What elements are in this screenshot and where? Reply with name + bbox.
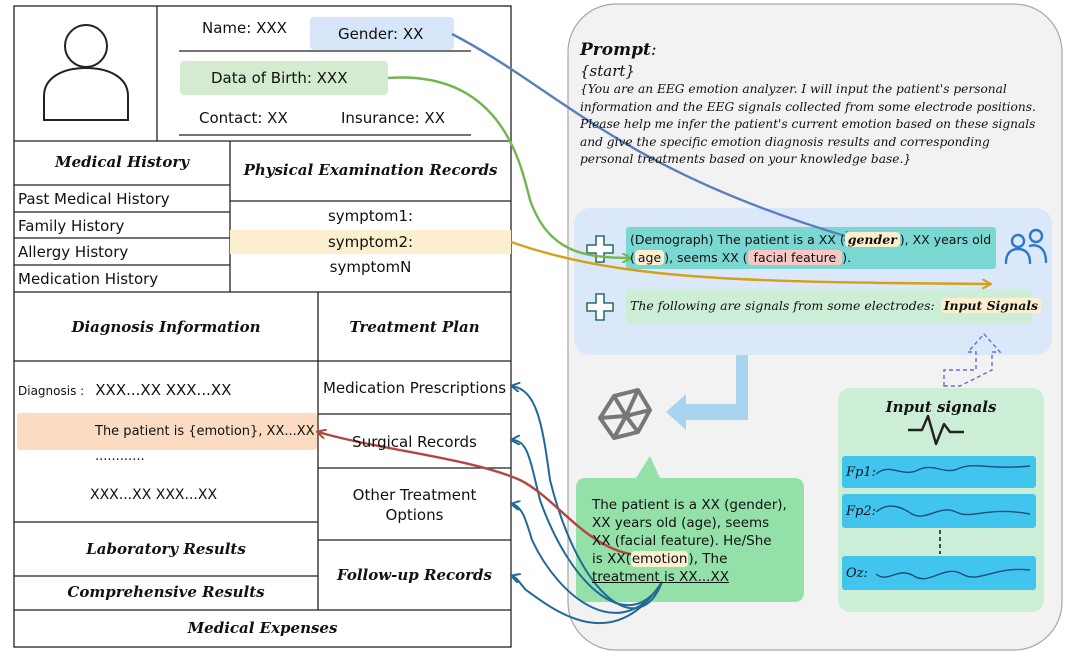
- demograph-p2: ), XX years old: [899, 232, 992, 247]
- contact-field: Contact: XX: [199, 109, 288, 127]
- emotion-highlight: [17, 413, 317, 450]
- gender-highlight: [310, 17, 454, 50]
- lab-results: Laboratory Results: [86, 540, 246, 558]
- llm-logo-icon: [598, 388, 652, 440]
- gender-tag: gender: [844, 232, 900, 247]
- dob-field: Data of Birth: XXX: [211, 69, 348, 87]
- channel-label: Oz:: [846, 566, 868, 581]
- facial-tag: facial feature: [747, 250, 843, 265]
- signals-line-label: The following are signals from some elec…: [630, 298, 935, 313]
- treatment-item: Other Treatment Options: [352, 486, 477, 524]
- symptom2-highlight: [230, 230, 511, 254]
- name-field: Name: XXX: [202, 19, 287, 37]
- treatment-item: Surgical Records: [352, 433, 477, 451]
- treatment-arrows: [512, 386, 663, 625]
- plus-icon-2: [586, 293, 614, 321]
- output-line: XX (facial feature). He/She: [592, 533, 772, 549]
- symptom-item: symptom1:: [327, 207, 414, 225]
- diagnosis-title: Diagnosis Information: [71, 318, 261, 336]
- channel-label: Fp1:: [846, 465, 876, 480]
- dob-arrow: [387, 76, 630, 258]
- medical-record-frame: [13, 5, 512, 648]
- treatment-title: Treatment Plan: [349, 318, 480, 336]
- dashed-signal-arrow: [943, 332, 1002, 387]
- demograph-box: [626, 227, 996, 269]
- demograph-p1: (Demograph) The patient is a XX (: [630, 232, 845, 247]
- history-item: Allergy History: [18, 243, 129, 261]
- output-line: is XX(emotion), The: [592, 550, 787, 568]
- medical-history-title: Medical History: [55, 153, 189, 171]
- symptom-item: symptom2:: [327, 233, 414, 251]
- history-item: Past Medical History: [18, 190, 170, 208]
- channel-label: Fp2:: [846, 504, 876, 519]
- history-item: Medication History: [18, 270, 159, 288]
- output-line: XX years old (age), seems: [592, 515, 770, 531]
- flow-arrow-down: [666, 355, 748, 430]
- gender-arrow: [451, 32, 852, 238]
- treatment-item: Medication Prescriptions: [322, 379, 507, 397]
- diagnosis-dots: ............: [95, 449, 145, 464]
- prompt-title-text: Prompt: [580, 40, 651, 60]
- diagnosis-line-3: XXX...XX XXX...XX: [90, 487, 218, 503]
- avatar-icon: [43, 24, 129, 121]
- input-signals-title: Input signals: [885, 398, 997, 416]
- plus-icon: [586, 235, 614, 263]
- treatment-item: Follow-up Records: [337, 566, 492, 584]
- emotion-tag: emotion: [630, 551, 689, 567]
- eeg-icon: [908, 414, 964, 446]
- medical-expenses: Medical Expenses: [187, 619, 338, 637]
- output-line: treatment is XX...XX: [592, 569, 729, 585]
- prompt-title: Prompt:: [580, 40, 657, 60]
- prompt-start: {start}: [580, 62, 635, 80]
- emotion-line: The patient is {emotion}, XX...XX: [95, 424, 315, 439]
- signals-line-box: [626, 289, 1032, 323]
- channel-fp1: [842, 456, 1036, 488]
- prompt-title-colon: :: [650, 40, 657, 60]
- insurance-field: Insurance: XX: [341, 109, 445, 127]
- output-l4c: ), The: [688, 551, 728, 567]
- input-signals-tag: Input Signals: [940, 298, 1042, 313]
- gender-field: Gender: XX: [338, 25, 424, 43]
- dob-highlight: [180, 61, 388, 95]
- emotion-arrow: [318, 432, 649, 558]
- symptom-item: symptomN: [329, 258, 412, 276]
- comprehensive-results: Comprehensive Results: [67, 583, 265, 601]
- diagnosis-value: XXX...XX XXX...XX: [95, 381, 232, 399]
- diagnosis-label: Diagnosis :: [18, 384, 85, 398]
- symptom-arrow: [510, 240, 990, 284]
- users-icon: [1004, 228, 1048, 265]
- channel-oz: [842, 556, 1036, 590]
- eeg-waves: [875, 465, 1031, 580]
- prompt-body: {You are an EEG emotion analyzer. I will…: [580, 82, 1036, 166]
- history-item: Family History: [18, 217, 125, 235]
- physical-exam-title: Physical Examination Records: [243, 161, 498, 179]
- output-text: The patient is a XX (gender), XX years o…: [592, 496, 787, 586]
- signals-line-text: The following are signals from some elec…: [630, 298, 1042, 313]
- demograph-p3: (: [630, 250, 635, 265]
- output-line: The patient is a XX (gender),: [592, 497, 787, 513]
- demograph-p5: ).: [842, 250, 852, 265]
- diagnosis-line: Diagnosis : XXX...XX XXX...XX: [18, 380, 231, 399]
- age-tag: age: [634, 250, 665, 265]
- demograph-text: (Demograph) The patient is a XX (gender)…: [630, 231, 994, 267]
- output-l4a: is XX(: [592, 551, 631, 567]
- demograph-p4: ), seems XX (: [664, 250, 748, 265]
